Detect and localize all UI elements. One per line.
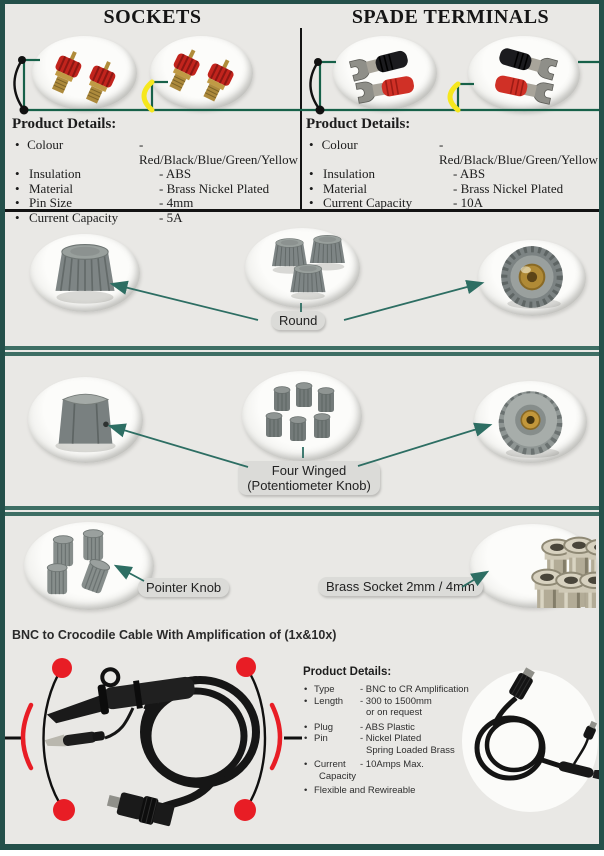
round-knob-side-photo (30, 234, 140, 312)
detail-continuation: Capacity (319, 770, 356, 782)
sockets-title: SOCKETS (103, 6, 202, 28)
bnc-details-heading: Product Details: (303, 666, 392, 678)
detail-row: Pin- Nickel Plated (303, 733, 475, 745)
four-winged-knob-back-photo (474, 381, 587, 463)
pointer-knob-label: Pointer Knob (138, 578, 230, 597)
section-divider (5, 352, 599, 356)
bnc-cable-photo-right (462, 667, 602, 812)
detail-row: Type- BNC to CR Amplification (303, 684, 475, 696)
spade-terminals-title: SPADE TERMINALS (351, 6, 550, 28)
section-divider (5, 506, 599, 510)
top-section-underline (5, 209, 599, 212)
pointer-knob-photo (24, 522, 154, 610)
section-divider (5, 512, 599, 516)
sockets-photo-2 (150, 36, 253, 110)
bnc-cable-photo-left (44, 667, 260, 827)
sockets-details-heading: Product Details: (12, 116, 117, 132)
detail-row: Length- 300 to 1500mm (303, 696, 475, 708)
round-label: Round (271, 311, 326, 330)
four-winged-label: Four Winged (Potentiometer Knob) (238, 461, 380, 495)
column-divider-line (300, 28, 302, 210)
detail-row: Colour- Red/Black/Blue/Green/Yellow (12, 137, 298, 167)
brass-socket-photo (470, 524, 596, 608)
round-knob-group-photo (245, 228, 360, 308)
detail-row: Plug- ABS Plastic (303, 722, 475, 734)
detail-row: Pin Size- 4mm (12, 196, 298, 211)
round-knob-back-photo (478, 240, 586, 316)
detail-row: Flexible and Rewireable (303, 785, 475, 797)
sockets-photo-1 (32, 36, 137, 110)
detail-row: Current Capacity- 5A (12, 210, 298, 226)
detail-row: Insulation- ABS (12, 167, 298, 182)
detail-row: Material- Brass Nickel Plated (306, 181, 598, 197)
four-winged-label-line2: (Potentiometer Knob) (247, 478, 371, 493)
detail-continuation: or on request (366, 707, 422, 718)
page-border-right (599, 0, 604, 850)
detail-row: Current- 10Amps Max. (303, 759, 475, 771)
spade-details-heading: Product Details: (306, 116, 411, 132)
bnc-cable-heading: BNC to Crocodile Cable With Amplificatio… (12, 628, 337, 642)
spade-terminals-photo-1 (333, 36, 437, 110)
four-winged-knob-side-photo (28, 377, 143, 463)
section-divider (5, 346, 599, 350)
brass-socket-label: Brass Socket 2mm / 4mm (318, 577, 483, 596)
detail-row: Current Capacity- 10A (306, 196, 598, 211)
detail-row: Colour- Red/Black/Blue/Green/Yellow (306, 137, 598, 167)
detail-row: Insulation- ABS (306, 167, 598, 182)
four-winged-knob-group-photo (242, 371, 362, 461)
sockets-product-details: Product Details: Colour- Red/Black/Blue/… (12, 116, 298, 226)
page-border-left (0, 0, 5, 850)
bnc-product-details: Product Details: Type- BNC to CR Amplifi… (303, 666, 475, 797)
page-border-top (0, 0, 604, 4)
page-border-bottom (0, 844, 604, 850)
spade-product-details: Product Details: Colour- Red/Black/Blue/… (306, 116, 598, 211)
detail-continuation: Spring Loaded Brass (366, 744, 455, 756)
spade-terminals-photo-2 (468, 36, 580, 112)
four-winged-label-line1: Four Winged (271, 463, 347, 478)
detail-row: Material- Brass Nickel Plated (12, 181, 298, 197)
